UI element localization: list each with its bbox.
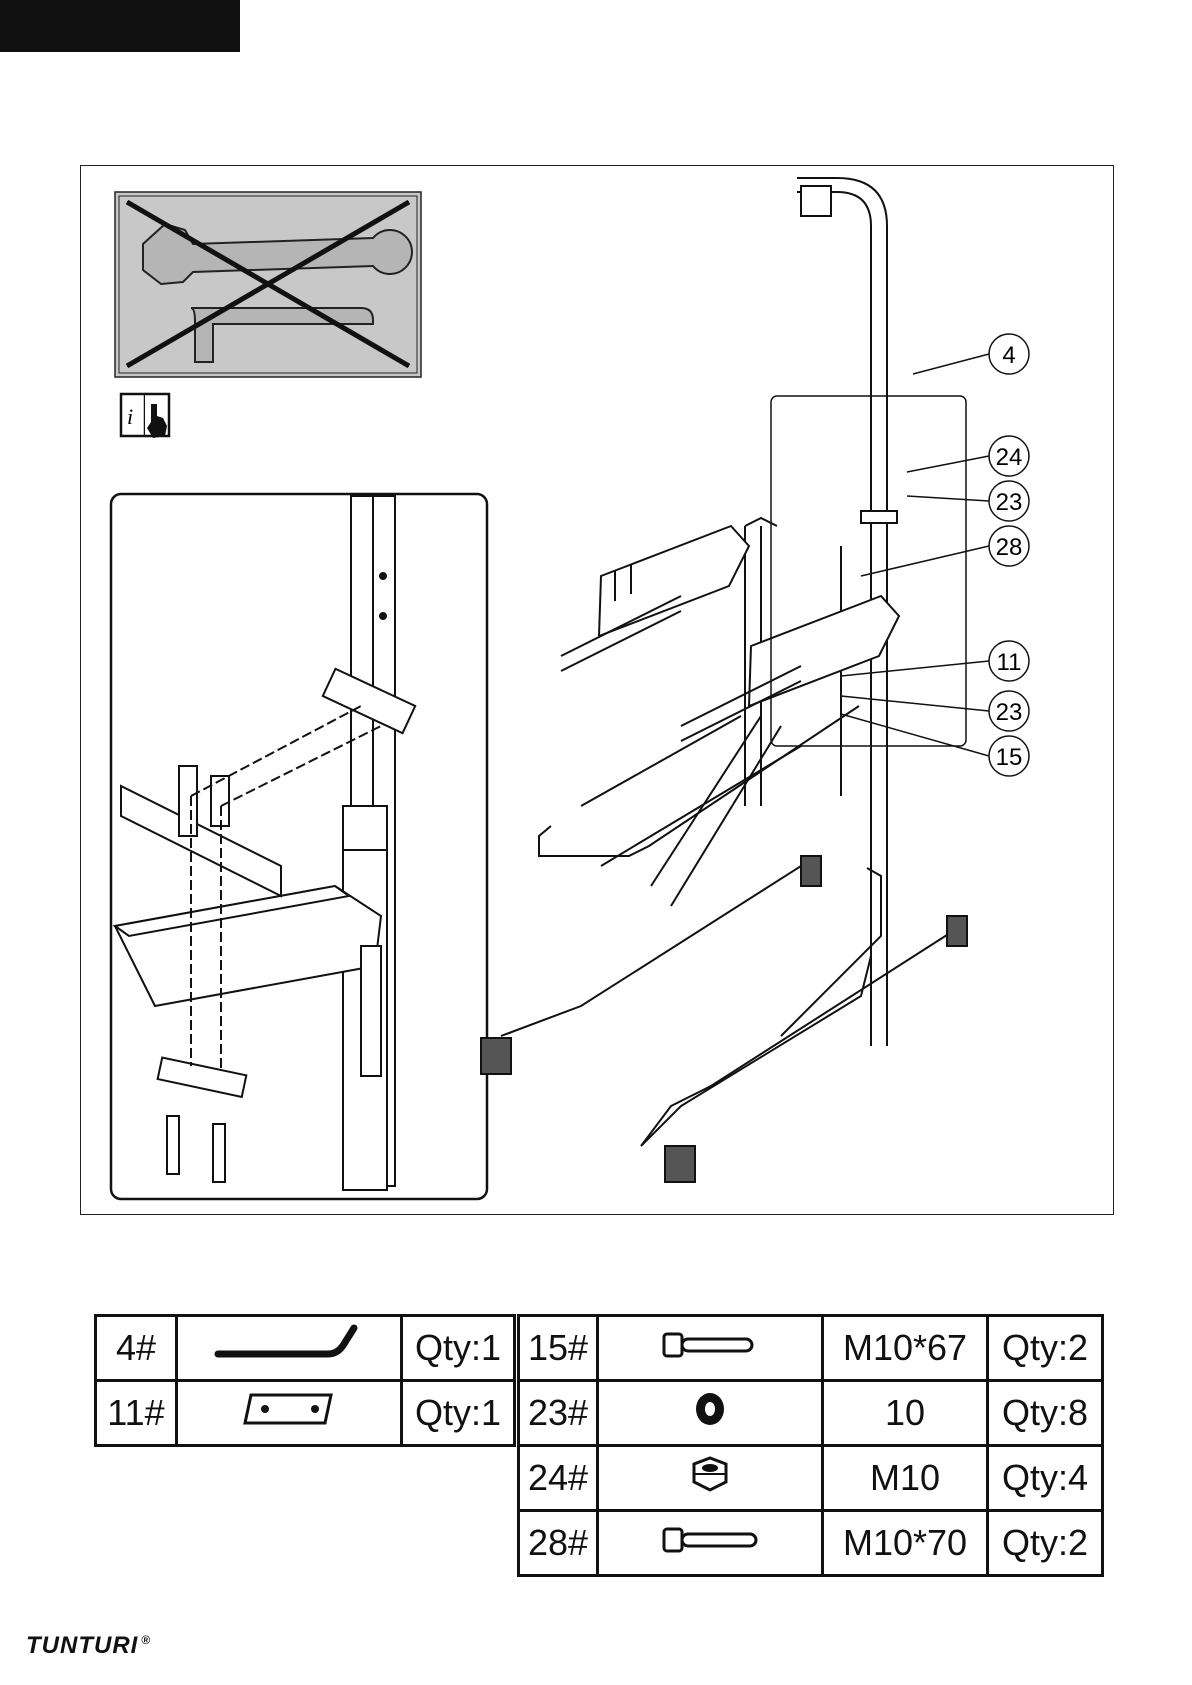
part-spec: 10 [823,1381,988,1446]
table-row: 28# M10*70 Qty:2 [519,1511,1103,1576]
svg-text:15: 15 [996,744,1023,771]
table-row: 23# 10 Qty:8 [519,1381,1103,1446]
parts-table-right: 15# M10*67 Qty:2 23# 10 Qty:8 24# M10 Qt… [517,1314,1104,1577]
read-manual-icon: i [121,394,169,438]
bolt-icon [598,1316,823,1381]
registered-mark: ® [141,1633,151,1647]
part-number: 15# [519,1316,598,1381]
washer-icon [598,1381,823,1446]
power-tower-drawing [481,178,989,1182]
svg-text:23: 23 [996,489,1023,516]
table-row: 24# M10 Qty:4 [519,1446,1103,1511]
svg-text:11: 11 [997,649,1022,676]
svg-text:24: 24 [996,444,1023,471]
brand-logo: TUNTURI® [26,1632,151,1660]
part-callout-23b: 23 [989,691,1029,731]
part-spec: M10*67 [823,1316,988,1381]
part-callout-11: 11 [989,641,1029,681]
part-callout-15: 15 [989,736,1029,776]
svg-text:23: 23 [996,699,1023,726]
part-number: 11# [96,1381,177,1446]
part-number: 4# [96,1316,177,1381]
part-qty: Qty:4 [988,1446,1103,1511]
part-qty: Qty:1 [402,1381,515,1446]
table-row: 15# M10*67 Qty:2 [519,1316,1103,1381]
part-callout-23: 23 [989,481,1029,521]
part-qty: Qty:8 [988,1381,1103,1446]
part-callout-28: 28 [989,526,1029,566]
bolt-icon [598,1511,823,1576]
brand-name: TUNTURI [26,1632,138,1659]
part-number: 23# [519,1381,598,1446]
detail-inset [111,494,487,1199]
plate-part-icon [177,1381,402,1446]
part-qty: Qty:2 [988,1511,1103,1576]
tube-part-icon [177,1316,402,1381]
part-number: 28# [519,1511,598,1576]
part-callout-24: 24 [989,436,1029,476]
svg-text:4: 4 [1002,342,1015,369]
part-callout-4: 4 [989,334,1029,374]
parts-table-left: 4# Qty:1 11# Qty:1 [94,1314,516,1447]
assembly-diagram: i [81,166,1115,1216]
part-qty: Qty:2 [988,1316,1103,1381]
part-qty: Qty:1 [402,1316,515,1381]
no-wrench-warning-icon [115,192,421,377]
part-spec: M10 [823,1446,988,1511]
nut-icon [598,1446,823,1511]
svg-text:i: i [127,404,133,429]
table-row: 4# Qty:1 [96,1316,515,1381]
part-spec: M10*70 [823,1511,988,1576]
page-tab-marker [0,0,240,52]
svg-text:28: 28 [996,534,1023,561]
assembly-diagram-frame: i [80,165,1114,1215]
table-row: 11# Qty:1 [96,1381,515,1446]
part-number: 24# [519,1446,598,1511]
